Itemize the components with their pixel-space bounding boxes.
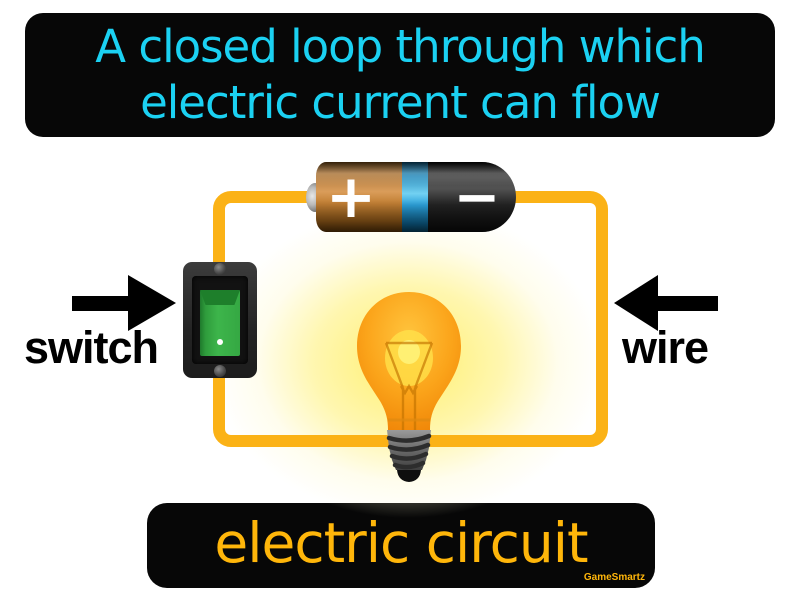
switch-rocker: [200, 290, 240, 356]
battery-blue-band: [402, 162, 428, 232]
definition-banner: A closed loop through which electric cur…: [25, 13, 775, 137]
screw-threads: [386, 433, 432, 470]
screw-icon: [214, 365, 226, 377]
battery-body: [316, 162, 516, 232]
filament-core-glow: [398, 340, 420, 364]
filament: [384, 341, 434, 430]
switch-indicator-dot: [217, 339, 223, 345]
wire-label: wire: [622, 322, 709, 373]
wire-arrow-icon: [614, 275, 658, 331]
battery: + −: [304, 160, 519, 235]
switch-rocker-bevel: [200, 290, 240, 305]
switch-arrow-icon: [128, 275, 176, 331]
battery-black-section: [428, 162, 516, 232]
battery-copper-section: [316, 162, 402, 232]
watermark: GameSmartz: [583, 572, 645, 583]
switch: [183, 262, 257, 378]
battery-sheen: [316, 162, 516, 232]
definition-line-1: A closed loop through which: [95, 20, 706, 73]
bulb-contact-tip: [397, 470, 421, 482]
screw-icon: [214, 263, 226, 275]
battery-plus-sign: +: [325, 162, 377, 232]
light-bulb: [357, 292, 461, 482]
definition-line-2: electric current can flow: [140, 76, 661, 129]
switch-arrow-shaft: [72, 296, 130, 311]
wire-arrow-shaft: [658, 296, 718, 311]
switch-label: switch: [24, 322, 159, 373]
battery-minus-sign: −: [453, 164, 501, 230]
